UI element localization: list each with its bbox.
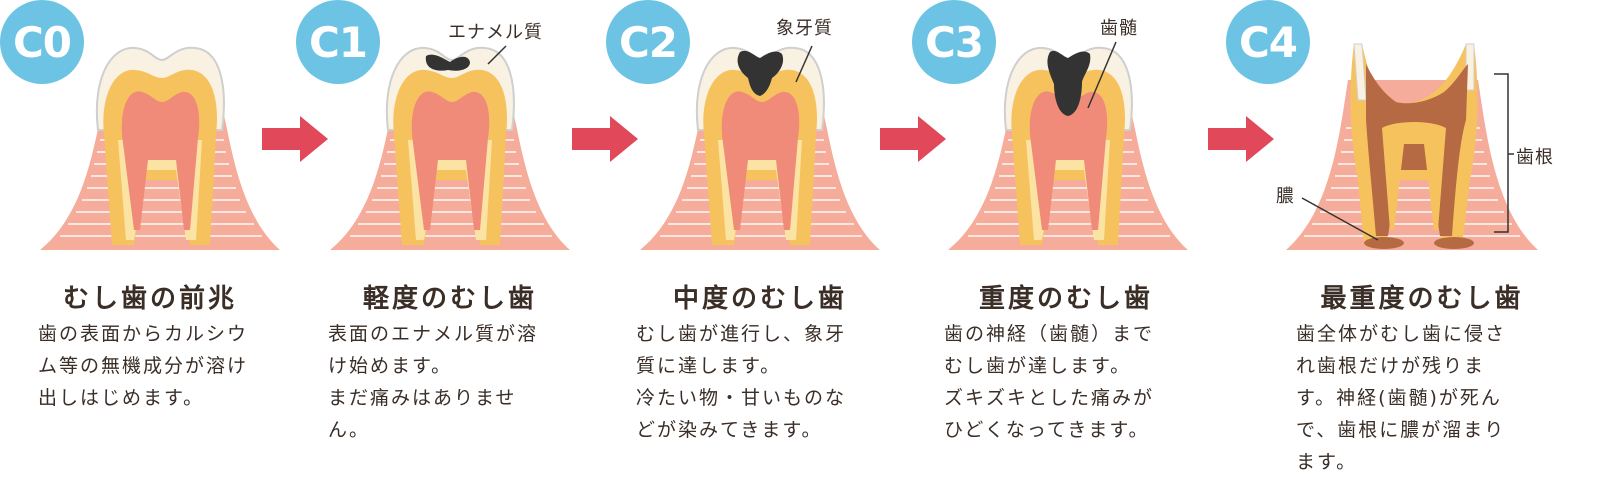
stage-badge-c2: C2 [606, 0, 690, 84]
label-pulp: 歯髄 [1100, 18, 1138, 39]
stage-badge-c1: C1 [296, 0, 380, 84]
pulp [121, 91, 200, 230]
stage-description-c1: 表面のエナメル質が溶 け始めます。 まだ痛みはありませ ん。 [328, 323, 539, 441]
label-enamel: エナメル質 [448, 22, 543, 43]
stage-badge-c3: C3 [912, 0, 996, 84]
progression-arrow-3 [880, 116, 946, 162]
pus-right [1434, 237, 1474, 249]
tooth-c4-illustration [1286, 43, 1538, 250]
pus-left [1364, 237, 1404, 249]
label-dentin: 象牙質 [776, 18, 833, 39]
root-bracket [1494, 73, 1514, 233]
tooth-c3-illustration [948, 41, 1188, 250]
progression-arrow-1 [262, 116, 328, 162]
stage-description-c0: 歯の表面からカルシウ ム等の無機成分が溶け 出しはじめます。 [38, 323, 249, 409]
tooth-c0-illustration [40, 46, 280, 250]
label-pus: 膿 [1276, 186, 1295, 207]
stage-description-c2: むし歯が進行し、象牙 質に達します。 冷たい物・甘いものな どが染みてきます。 [636, 323, 847, 441]
stage-description-c4: 歯全体がむし歯に侵さ れ歯根だけが残りま す。神経(歯髄)が死ん で、歯根に膿が… [1296, 323, 1507, 473]
decay-spot [425, 54, 470, 71]
stage-title-c2: 中度のむし歯 [672, 284, 847, 314]
progression-arrow-4 [1208, 116, 1274, 162]
decay-to-pulp [1047, 50, 1091, 116]
stage-title-c0: むし歯の前兆 [62, 284, 237, 314]
tooth-c1-illustration [330, 45, 570, 250]
stage-badge-c0: C0 [0, 0, 84, 84]
decay-cavity [737, 50, 784, 96]
stage-title-c3: 重度のむし歯 [978, 284, 1153, 314]
tooth-c2-illustration [640, 45, 880, 250]
stage-description-c3: 歯の神経（歯髄）まで むし歯が達します。 ズキズキとした痛みが ひどくなってきま… [944, 323, 1155, 441]
stage-title-c1: 軽度のむし歯 [362, 284, 537, 314]
stage-title-c4: 最重度のむし歯 [1320, 284, 1524, 314]
stage-badge-c4: C4 [1226, 0, 1310, 84]
progression-arrow-2 [572, 116, 638, 162]
label-root: 歯根 [1516, 147, 1554, 168]
